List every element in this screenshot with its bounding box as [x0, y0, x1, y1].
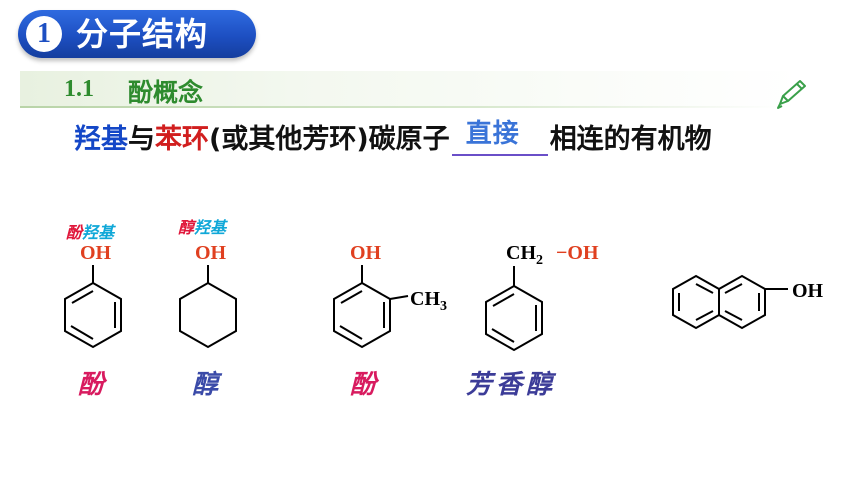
ch2-label: CH2	[506, 242, 543, 268]
definition-sentence: 羟基与苯环(或其他芳环)碳原子直接相连的有机物	[74, 118, 712, 162]
definition-tail: 相连的有机物	[549, 124, 712, 155]
section-number: 1.1	[64, 76, 94, 102]
oh-label: OH	[792, 280, 824, 302]
cyclohexanol-structure: OH	[179, 242, 237, 349]
caption-phenol-2: 酚	[350, 370, 377, 400]
section-title: 酚概念	[128, 78, 204, 107]
answer-blank: 直接	[451, 118, 548, 162]
section-bar	[20, 71, 800, 107]
definition-benzene: 苯环	[155, 124, 209, 155]
section-underline	[20, 106, 780, 108]
header-number: 1	[26, 16, 62, 52]
answer-underline	[451, 154, 548, 156]
oh-label: −OH	[556, 242, 599, 264]
definition-with: 与	[128, 124, 155, 155]
oh-label: OH	[350, 242, 382, 264]
alcohol-hydroxyl-label: 醇羟基	[178, 218, 227, 237]
phenol-hydroxyl-label: 酚羟基	[66, 223, 115, 242]
header-title: 分子结构	[76, 15, 209, 53]
caption-aromatic-alcohol: 芳香醇	[466, 370, 557, 400]
definition-carbon: (或其他芳环)碳原子	[209, 124, 450, 155]
pencil-icon[interactable]	[774, 78, 808, 110]
ch3-label: CH3	[410, 288, 447, 314]
caption-phenol-1: 酚	[78, 370, 105, 400]
benzyl-alcohol-structure: CH2 −OH	[485, 242, 599, 352]
header-banner: 1 分子结构	[18, 10, 256, 58]
cresol-structure: OH CH3	[333, 242, 447, 349]
oh-label: OH	[80, 242, 112, 264]
answer-text: 直接	[465, 119, 520, 149]
naphthol-structure: OH	[672, 274, 824, 330]
phenol-structure: OH	[64, 242, 122, 349]
definition-hydroxyl: 羟基	[74, 124, 128, 155]
caption-alcohol: 醇	[192, 370, 219, 400]
oh-label: OH	[195, 242, 227, 264]
